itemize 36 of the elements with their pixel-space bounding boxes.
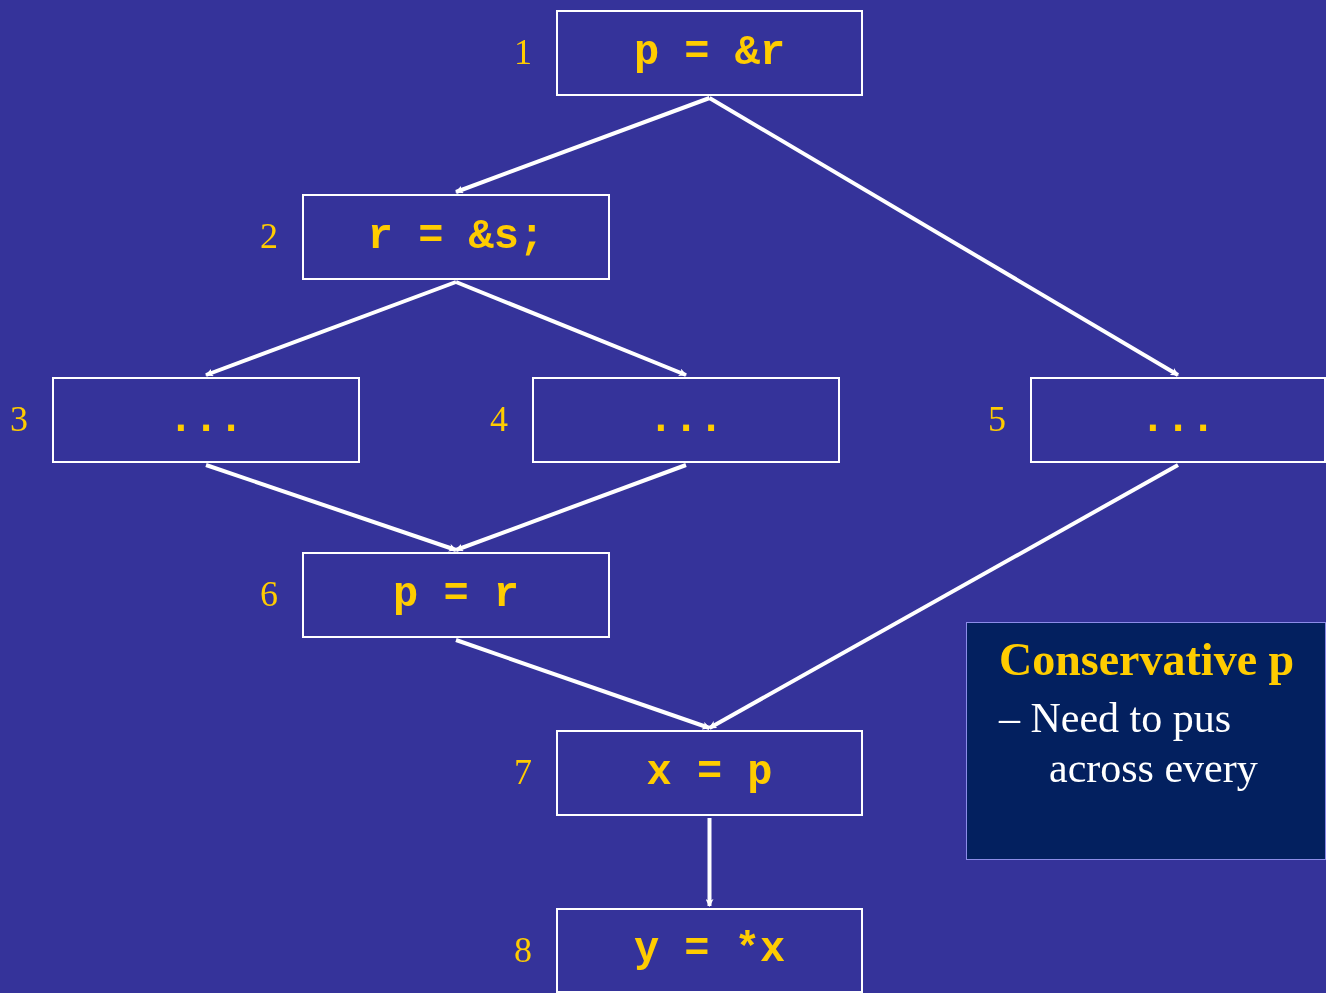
code-statement: p = &r bbox=[633, 27, 786, 79]
callout-text: – Need to pus across every bbox=[999, 693, 1259, 793]
node-number: 5 bbox=[988, 401, 1006, 437]
arrow bbox=[455, 96, 711, 194]
node-number: 6 bbox=[260, 576, 278, 612]
process-box bbox=[302, 194, 610, 280]
process-box bbox=[1030, 377, 1326, 463]
node-number: 4 bbox=[490, 401, 508, 437]
arrow bbox=[708, 96, 1179, 377]
process-box bbox=[556, 730, 863, 816]
arrow bbox=[455, 280, 687, 377]
node-number: 2 bbox=[260, 218, 278, 254]
arrow bbox=[455, 463, 687, 552]
code-statement: y = *x bbox=[633, 925, 786, 976]
arrow bbox=[455, 638, 711, 730]
node-number: 7 bbox=[514, 754, 532, 790]
process-box bbox=[302, 552, 610, 638]
arrow bbox=[705, 818, 714, 907]
code-statement: ... bbox=[168, 394, 244, 446]
process-box bbox=[556, 10, 863, 96]
code-statement: ... bbox=[648, 394, 724, 446]
arrow bbox=[205, 280, 457, 377]
code-statement: r = &s; bbox=[367, 211, 545, 263]
arrow bbox=[205, 463, 457, 552]
callout-heading: Conservative p bbox=[999, 633, 1293, 687]
process-box bbox=[52, 377, 360, 463]
node-number: 8 bbox=[514, 932, 532, 968]
process-box bbox=[532, 377, 840, 463]
node-number: 3 bbox=[10, 401, 28, 437]
arrow bbox=[708, 463, 1179, 730]
code-statement: ... bbox=[1140, 394, 1216, 446]
code-statement: x = p bbox=[646, 747, 773, 799]
node-number: 1 bbox=[514, 34, 532, 70]
callout-box bbox=[966, 622, 1326, 860]
process-box bbox=[556, 908, 863, 993]
code-statement: p = r bbox=[393, 569, 519, 621]
